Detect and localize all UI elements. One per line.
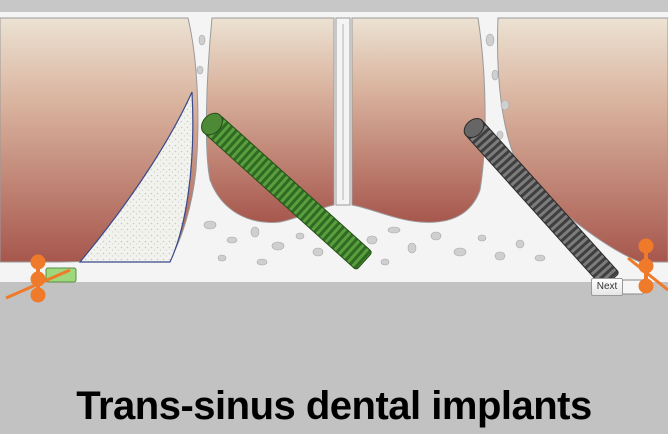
center-right-sinus <box>352 18 485 222</box>
slide-caption: Trans-sinus dental implants <box>0 378 668 434</box>
next-button[interactable]: Next <box>591 278 623 296</box>
